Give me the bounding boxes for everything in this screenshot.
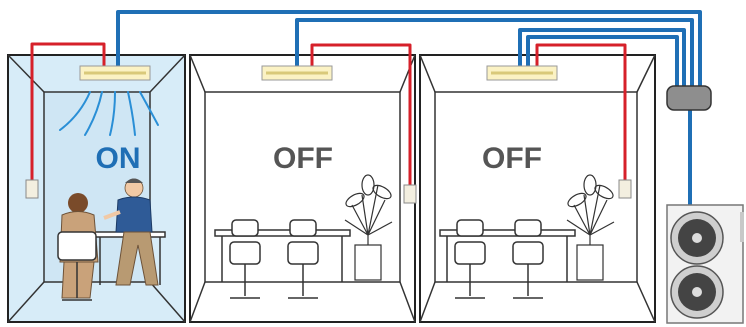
outdoor-unit-icon bbox=[666, 204, 744, 324]
room-3-status-label: OFF bbox=[482, 142, 542, 175]
ceiling-cassette-unit-3 bbox=[486, 65, 558, 81]
room-1-status-label: ON bbox=[96, 142, 141, 175]
room-2-status-label: OFF bbox=[273, 142, 333, 175]
refrigerant-pipes bbox=[116, 10, 702, 205]
potted-plant-icon-3 bbox=[566, 174, 615, 281]
meeting-table-chairs-2 bbox=[214, 219, 351, 299]
wall-controller-2 bbox=[403, 184, 417, 204]
airflow-icon bbox=[59, 91, 159, 136]
meeting-table-chairs-3 bbox=[439, 219, 576, 299]
ceiling-cassette-unit-2 bbox=[261, 65, 333, 81]
wall-controller-3 bbox=[618, 179, 632, 199]
control-wires bbox=[30, 42, 627, 187]
potted-plant-icon-2 bbox=[344, 174, 393, 281]
ceiling-cassette-unit-1 bbox=[79, 65, 151, 81]
branch-box bbox=[666, 85, 712, 111]
wall-controller-1 bbox=[25, 179, 39, 199]
meeting-people-icon bbox=[57, 178, 166, 301]
